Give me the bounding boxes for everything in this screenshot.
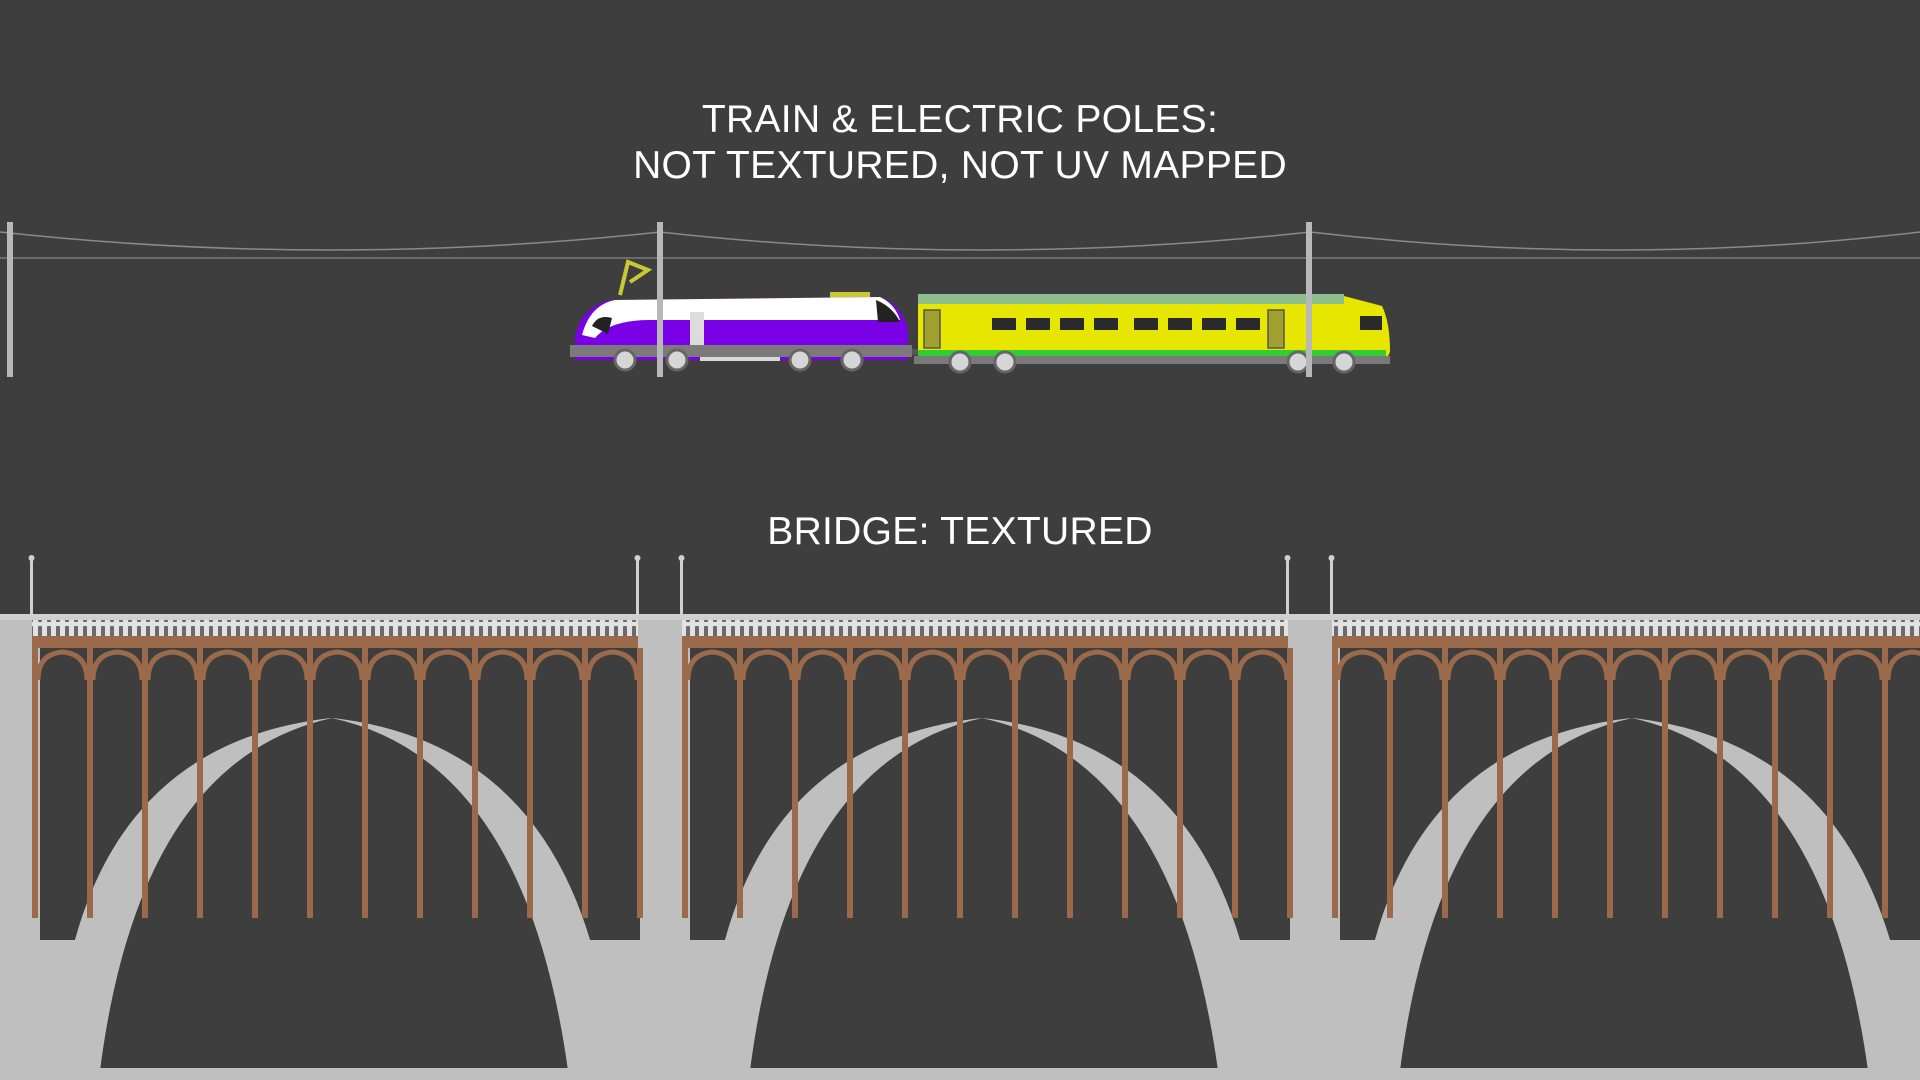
spandrel-arch (1180, 649, 1235, 681)
spandrel-arch (475, 649, 530, 681)
spandrel-column (197, 648, 203, 918)
spandrel-arch (960, 649, 1015, 681)
spandrel-column (847, 648, 853, 918)
spandrel-arch (740, 649, 795, 681)
spandrel-column (1717, 648, 1723, 918)
spandrel-column (1442, 648, 1448, 918)
spandrel-column (957, 648, 963, 918)
train-caption: TRAIN & ELECTRIC POLES: NOT TEXTURED, NO… (0, 97, 1920, 189)
spandrel-arch (795, 649, 850, 681)
spandrel-columns (32, 648, 1920, 918)
spandrel-arch (1500, 649, 1555, 681)
spandrel-column (792, 648, 798, 918)
spandrel-column (1287, 648, 1293, 918)
spandrel-column (142, 648, 148, 918)
spandrel-arch (90, 649, 145, 681)
spandrel-column (682, 648, 688, 918)
spandrel-column (637, 648, 643, 918)
spandrel-arch (145, 649, 200, 681)
spandrel-column (307, 648, 313, 918)
spandrel-column (1662, 648, 1668, 918)
spandrel-column (1772, 648, 1778, 918)
spandrel-arch (1390, 649, 1445, 681)
spandrel-column (1882, 648, 1888, 918)
passenger-carriage (912, 294, 1390, 374)
train-caption-line2: NOT TEXTURED, NOT UV MAPPED (633, 144, 1287, 187)
spandrel-arch (850, 649, 905, 681)
spandrel-arch (1665, 649, 1720, 681)
spandrel-arch (1610, 649, 1665, 681)
spandrel-arch (1445, 649, 1500, 681)
spandrel-column (32, 648, 38, 918)
spandrel-column (1497, 648, 1503, 918)
spandrel-arch (1885, 649, 1920, 681)
bridge-caption: BRIDGE: TEXTURED (767, 510, 1153, 553)
spandrel-column (1827, 648, 1833, 918)
spandrel-arch (585, 649, 640, 681)
spandrel-column (527, 648, 533, 918)
spandrel-column (362, 648, 368, 918)
spandrel-arch (1720, 649, 1775, 681)
spandrel-arch (255, 649, 310, 681)
locomotive (570, 259, 912, 372)
spandrel-column (1122, 648, 1128, 918)
bridge-railing (682, 620, 1288, 636)
spandrel-column (1232, 648, 1238, 918)
spandrel-arch (1335, 649, 1390, 681)
spandrel-column (1607, 648, 1613, 918)
spandrel-arch (905, 649, 960, 681)
spandrel-arch (1125, 649, 1180, 681)
spandrel-arch (420, 649, 475, 681)
spandrel-column (1177, 648, 1183, 918)
spandrel-arch (685, 649, 740, 681)
spandrel-column (252, 648, 258, 918)
spandrel-arch (1775, 649, 1830, 681)
spandrel-column (417, 648, 423, 918)
spandrel-column (737, 648, 743, 918)
spandrel-arch (35, 649, 90, 681)
spandrel-column (87, 648, 93, 918)
electric-poles (7, 222, 1312, 377)
bridge (0, 555, 1920, 1080)
spandrel-arch (1235, 649, 1290, 681)
spandrel-column (1012, 648, 1018, 918)
spandrel-column (1552, 648, 1558, 918)
spandrel-column (582, 648, 588, 918)
electric-pole (1306, 222, 1312, 377)
spandrel-arch (200, 649, 255, 681)
spandrel-arch (1555, 649, 1610, 681)
spandrel-column (902, 648, 908, 918)
train-caption-line1: TRAIN & ELECTRIC POLES: (701, 98, 1219, 141)
electric-pole (657, 222, 663, 377)
overhead-wires (0, 231, 1920, 259)
spandrel-column (1387, 648, 1393, 918)
spandrel-column (1332, 648, 1338, 918)
spandrel-arch (1070, 649, 1125, 681)
spandrel-arch (310, 649, 365, 681)
bridge-railing (1332, 620, 1920, 636)
spandrel-arch (365, 649, 420, 681)
spandrel-column (472, 648, 478, 918)
bridge-railing (32, 620, 638, 636)
spandrel-column (1067, 648, 1073, 918)
spandrel-arch (530, 649, 585, 681)
spandrel-arch (1015, 649, 1070, 681)
electric-pole (7, 222, 13, 377)
spandrel-arch (1830, 649, 1885, 681)
